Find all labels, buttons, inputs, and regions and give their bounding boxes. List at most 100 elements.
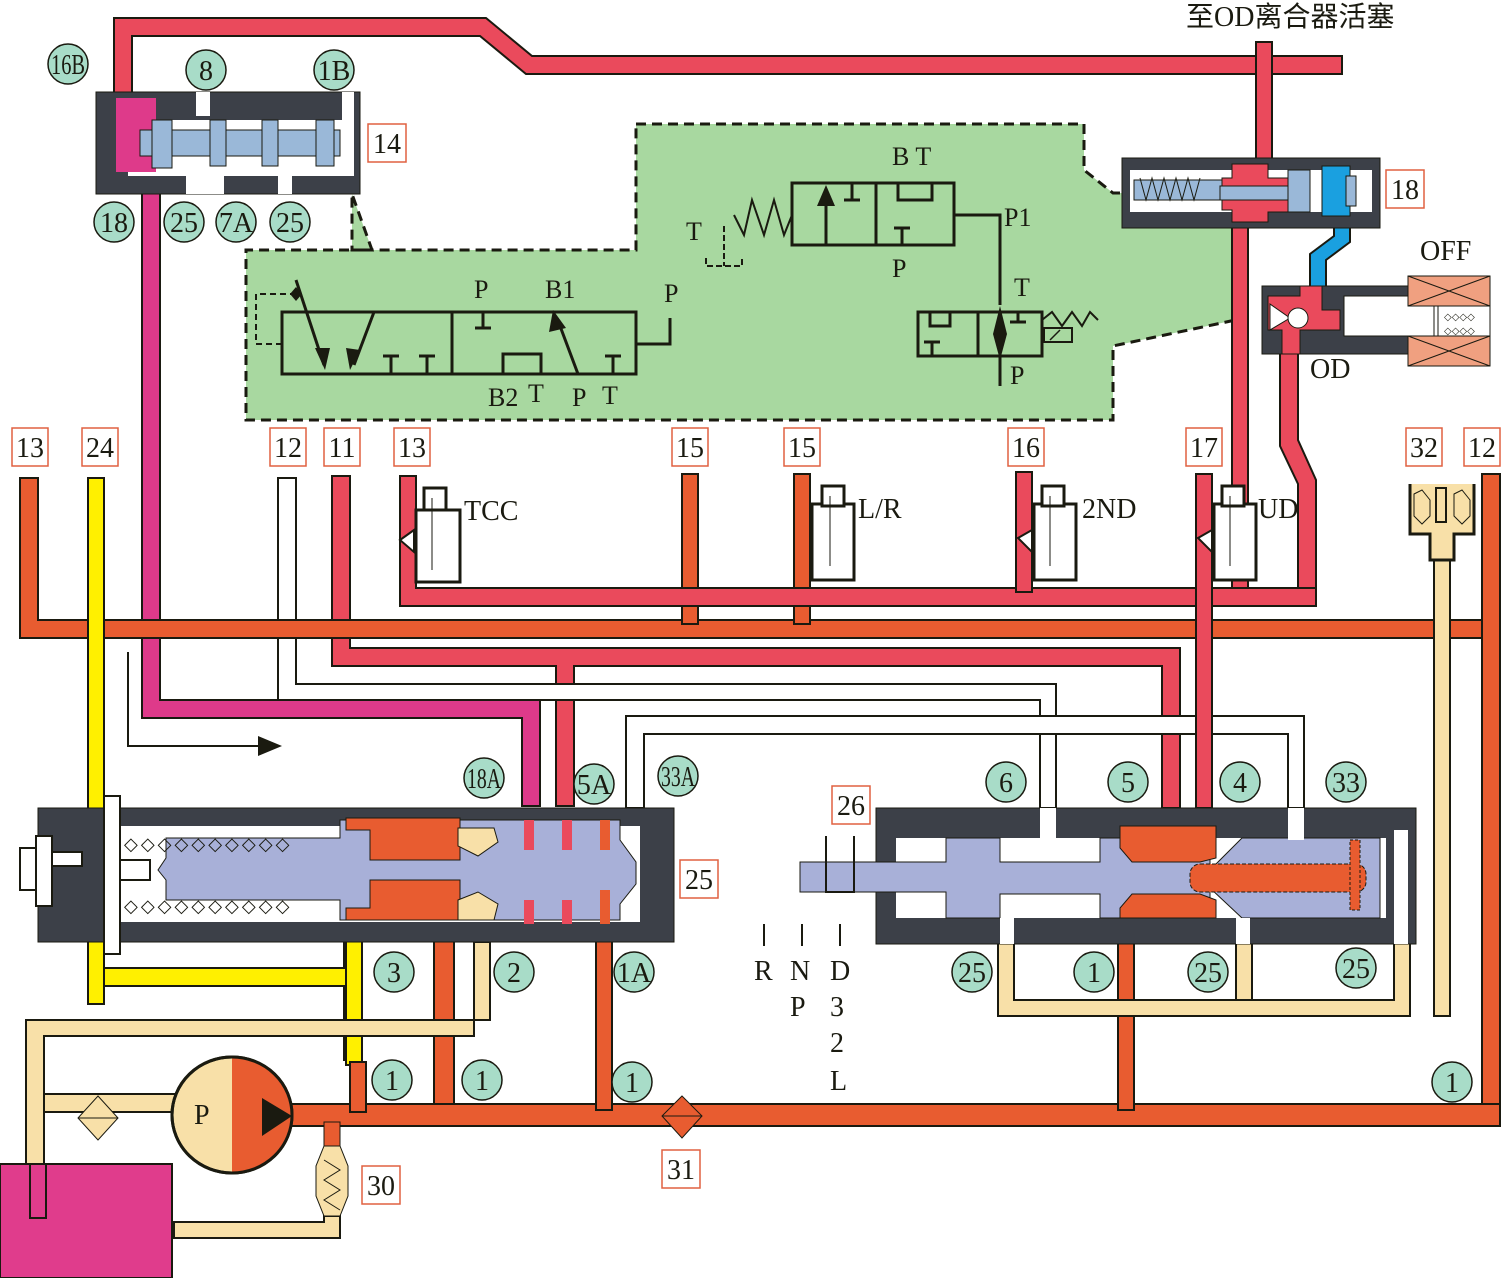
line-label-box: 12 xyxy=(269,427,307,467)
valve-30-pressure-relief xyxy=(315,1121,349,1217)
line-label-box: 15 xyxy=(783,427,821,467)
port-circle-text: 1A xyxy=(617,958,652,989)
label-box-31: 31 xyxy=(661,1149,701,1189)
gear-n: N xyxy=(790,956,810,987)
schematic-right-t: T xyxy=(1014,273,1030,302)
label-box-text: 17 xyxy=(1190,433,1218,464)
port-circle-text: 4 xyxy=(1233,768,1247,799)
label-box-text: 25 xyxy=(685,865,713,896)
svg-text:◇◇◇◇◇◇◇◇◇◇: ◇◇◇◇◇◇◇◇◇◇ xyxy=(124,834,292,854)
port-1b: 1B xyxy=(313,49,355,91)
flow-arrow xyxy=(127,652,270,747)
port-circle-text: 5 xyxy=(1121,768,1135,799)
port-circle-text: 1 xyxy=(625,1068,639,1099)
svg-text:◇◇◇◇◇◇◇◇◇◇: ◇◇◇◇◇◇◇◇◇◇ xyxy=(124,896,292,916)
label-box-text: 14 xyxy=(373,129,401,160)
port-25: 25 xyxy=(1187,951,1229,993)
label-box-text: 11 xyxy=(329,433,356,464)
schematic-left-t2: T xyxy=(602,381,618,410)
solenoid-label: TCC xyxy=(464,496,518,527)
flow-arrow-head xyxy=(258,736,282,756)
port-1: 1 xyxy=(1073,951,1115,993)
port-circle-text: 2 xyxy=(507,958,521,989)
port-circle-text: 33 xyxy=(1332,768,1360,799)
solenoid-lr[interactable]: L/R xyxy=(810,484,902,582)
port-3: 3 xyxy=(373,951,415,993)
port-circle-text: 25 xyxy=(1342,954,1370,985)
schematic-right-p: P xyxy=(1010,361,1024,390)
gear-position-indicator: R N P D 3 2 L xyxy=(754,924,850,1097)
port-circle-text: 3 xyxy=(387,958,401,989)
port-16b: 16B xyxy=(47,43,89,85)
solenoid-tcc[interactable]: TCC xyxy=(398,486,518,584)
schematic-left-valve: P B1 B2 T P T P xyxy=(255,275,678,412)
schematic-top-p: P xyxy=(892,254,906,283)
schematic-left-p: P xyxy=(474,275,488,304)
port-1: 1 xyxy=(611,1061,653,1103)
od-solenoid-state: OFF xyxy=(1420,236,1471,267)
port-circle-text: 5A xyxy=(577,770,612,801)
schematic-left-p-right: P xyxy=(664,279,678,308)
label-box-text: 15 xyxy=(788,433,816,464)
port-1: 1 xyxy=(1431,1061,1473,1103)
port-8: 8 xyxy=(185,49,227,91)
line-label-box: 12 xyxy=(1463,427,1501,467)
diagram-title: 至OD离合器活塞 xyxy=(1186,1,1394,33)
line-label-box: 15 xyxy=(671,427,709,467)
od-solenoid-label: OD xyxy=(1310,354,1350,385)
valve-26 xyxy=(799,807,1417,945)
port-circle-text: 6 xyxy=(999,768,1013,799)
port-7a: 7A xyxy=(215,201,257,243)
valve-25: ◇◇◇◇◇◇◇◇◇◇ ◇◇◇◇◇◇◇◇◇◇ xyxy=(19,795,675,955)
schematic-top-t: T xyxy=(686,217,702,246)
label-box-text: 15 xyxy=(676,433,704,464)
label-box-text: 12 xyxy=(1468,433,1496,464)
label-box-text: 24 xyxy=(86,433,114,464)
port-circle-text: 16B xyxy=(51,50,85,81)
label-box-text: 26 xyxy=(837,791,865,822)
port-25: 25 xyxy=(1335,947,1377,989)
label-box-text: 13 xyxy=(16,433,44,464)
valve-18 xyxy=(1121,157,1381,229)
schematic-left-b1: B1 xyxy=(545,275,575,304)
port-6: 6 xyxy=(985,761,1027,803)
svg-text:◇◇◇◇: ◇◇◇◇ xyxy=(1444,326,1475,337)
port-circle-text: 1 xyxy=(385,1066,399,1097)
port-25: 25 xyxy=(163,201,205,243)
line-label-box: 24 xyxy=(81,427,119,467)
port-circle-text: 25 xyxy=(1194,958,1222,989)
schematic-left-p2: P xyxy=(572,383,586,412)
port-25: 25 xyxy=(951,951,993,993)
port-25: 25 xyxy=(269,201,311,243)
port-5a: 5A xyxy=(573,763,615,805)
port-18: 18 xyxy=(93,201,135,243)
label-box-14: 14 xyxy=(367,123,407,163)
label-box-text: 18 xyxy=(1391,175,1419,206)
port-circle-text: 1 xyxy=(1445,1068,1459,1099)
port-circle-text: 33A xyxy=(661,762,696,793)
label-box-text: 32 xyxy=(1410,433,1438,464)
port-33a: 33A xyxy=(657,755,699,797)
line-label-box: 11 xyxy=(323,427,361,467)
port-1a: 1A xyxy=(613,951,655,993)
port-18a: 18A xyxy=(463,757,505,799)
port-circle-text: 25 xyxy=(170,208,198,239)
od-solenoid[interactable]: ◇◇◇◇ ◇◇◇◇ OFF OD xyxy=(1261,236,1491,385)
valve-14 xyxy=(95,91,361,195)
fluid-reservoir xyxy=(0,1163,173,1278)
valve-31-check xyxy=(661,1095,703,1139)
pump: P xyxy=(170,1055,294,1175)
solenoid-ud[interactable]: UD xyxy=(1196,484,1298,582)
schematic-left-b2: B2 xyxy=(488,383,518,412)
port-circle-text: 25 xyxy=(276,208,304,239)
port-circle-text: 1 xyxy=(1087,958,1101,989)
line-label-box: 13 xyxy=(11,427,49,467)
label-box-30: 30 xyxy=(361,1165,401,1205)
pump-label: P xyxy=(194,1100,210,1131)
port-circle-text: 8 xyxy=(199,56,213,87)
gear-p: P xyxy=(790,992,806,1023)
solenoid-2nd[interactable]: 2ND xyxy=(1016,484,1136,582)
gear-l: L xyxy=(830,1066,847,1097)
pickup-tube xyxy=(29,1163,47,1219)
